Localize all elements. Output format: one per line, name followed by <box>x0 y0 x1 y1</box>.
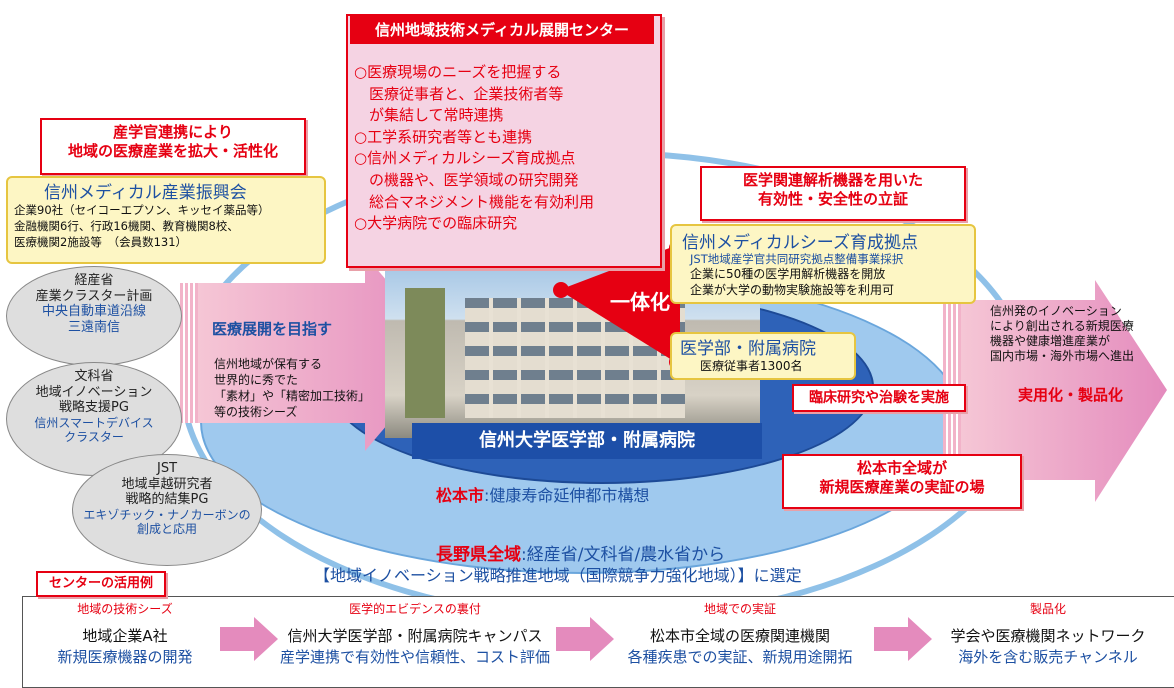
seeds-details: 企業に50種の医学用解析機器を開放 企業が大学の動物実験施設等を利用可 <box>690 266 894 298</box>
oval-sub-line: 信州スマートデバイス <box>34 415 154 430</box>
usage-examples-title: センターの活用例 <box>36 571 166 597</box>
oval-head-line: 経産省 <box>74 273 114 288</box>
oval-sub-line: エキゾチック・ナノカーボンの <box>83 507 251 522</box>
seeds-line: 企業が大学の動物実験施設等を利用可 <box>690 283 895 297</box>
industry-expansion-callout: 産学官連携により 地域の医療産業を拡大・活性化 <box>40 118 306 175</box>
step-main: 松本市全域の医療関連機関 <box>649 627 830 645</box>
commercialization-label: 実用化・製品化 <box>1018 386 1124 404</box>
oval-head-line: 戦略支援PG <box>59 400 129 416</box>
step-main: 信州大学医学部・附属病院キャンパス <box>287 627 543 645</box>
oval-head-line: 地域イノベーション <box>35 384 153 400</box>
right-arrow-line: 機器や健康増進産業が <box>990 334 1111 348</box>
meti-cluster-oval: 経産省 産業クラスター計画 中央自動車道沿線 三遠南信 <box>6 266 182 366</box>
center-item: ○工学系研究者等とも連携 <box>354 127 533 146</box>
callout-line: 松本市全域が <box>856 459 947 477</box>
right-arrow-line: 国内市場・海外市場へ進出 <box>990 349 1135 363</box>
promotion-association-box <box>6 176 326 264</box>
integration-label: 一体化 <box>610 290 670 314</box>
oval-sub-line: 三遠南信 <box>67 319 120 335</box>
center-item: の機器や、医学領域の研究開発 <box>354 170 579 189</box>
oval-head-line: 地域卓越研究者 <box>121 476 213 492</box>
association-title: 信州メディカル産業振興会 <box>44 183 247 203</box>
step-head: 製品化 <box>1029 602 1066 616</box>
callout-line: 産学官連携により <box>113 123 233 141</box>
association-line: 金融機関6行、行政16機関、教育機関8校、 <box>14 219 239 233</box>
step-sub: 産学連携で有効性や信頼性、コスト評価 <box>279 648 550 666</box>
matsumoto-name: 松本市 <box>436 486 485 505</box>
oval-head-line: JST <box>156 461 178 476</box>
step-arrow-3 <box>874 617 932 661</box>
right-arrow-text: 信州発のイノベーション により創出される新規医療 機器や健康増進産業が 国内市場… <box>990 304 1134 364</box>
callout-line: 地域の医療産業を拡大・活性化 <box>67 141 278 160</box>
oval-head-line: 戦略的結集PG <box>125 492 209 508</box>
oval-sub-line: 中央自動車道沿線 <box>41 304 146 320</box>
center-item: 医療従事者と、企業技術者等 <box>354 84 564 103</box>
step-main: 地域企業A社 <box>82 627 168 645</box>
clinical-text: 臨床研究や治験を実施 <box>809 390 949 406</box>
usage-step-3: 地域での実証 松本市全域の医療関連機関 各種疾患での実証、新規用途開拓 <box>610 600 870 667</box>
matsumoto-label: 松本市:健康寿命延伸都市構想 <box>436 482 649 506</box>
center-box <box>346 14 662 268</box>
callout-line: 医学関連解析機器を用いた <box>742 171 923 189</box>
oval-head-line: 産業クラスター計画 <box>35 288 153 304</box>
left-pink-arrow <box>190 255 448 451</box>
nagano-label: 長野県全域:経産省/文科省/農水省から <box>436 540 725 565</box>
clinical-trial-callout: 臨床研究や治験を実施 <box>792 384 966 412</box>
usage-step-1: 地域の技術シーズ 地域企業A社 新規医療機器の開発 <box>30 600 220 667</box>
association-details: 企業90社（セイコーエプソン、キッセイ薬品等） 金融機関6行、行政16機関、教育… <box>14 202 269 250</box>
center-title: 信州地域技術メディカル展開センター <box>350 16 654 44</box>
left-arrow-line: 等の技術シーズ <box>214 405 298 419</box>
center-item: ○大学病院での臨床研究 <box>354 214 518 233</box>
usage-step-4: 製品化 学会や医療機関ネットワーク 海外を含む販売チャンネル <box>930 600 1166 667</box>
seeds-hub-box <box>670 224 976 304</box>
university-label: 信州大学医学部・附属病院 <box>412 423 762 459</box>
safety-verification-callout: 医学関連解析機器を用いた 有効性・安全性の立証 <box>700 166 966 221</box>
association-line: 医療機関2施設等 （会員数131） <box>14 235 188 249</box>
callout-line: 新規医療産業の実証の場 <box>819 477 985 496</box>
seeds-line: 企業に50種の医学用解析機器を開放 <box>690 267 886 281</box>
left-arrow-stripes <box>180 283 198 423</box>
center-item: ○信州メディカルシーズ育成拠点 <box>354 149 576 168</box>
seeds-title: 信州メディカルシーズ育成拠点 <box>682 233 918 253</box>
jst-program-oval: JST 地域卓越研究者 戦略的結集PG エキゾチック・ナノカーボンの 創成と応用 <box>72 454 262 566</box>
hospital-title: 医学部・附属病院 <box>680 339 816 359</box>
usage-step-2: 医学的エビデンスの裏付 信州大学医学部・附属病院キャンパス 産学連携で有効性や信… <box>270 600 560 667</box>
center-item: ○医療現場のニーズを把握する <box>354 63 562 81</box>
right-arrow-line: 信州発のイノベーション <box>990 304 1122 318</box>
oval-head-line: 文科省 <box>74 369 114 384</box>
step-sub: 各種疾患での実証、新規用途開拓 <box>627 648 853 666</box>
left-arrow-title: 医療展開を目指す <box>212 320 333 338</box>
step-head: 地域での実証 <box>703 602 776 616</box>
step-arrow-1 <box>220 617 278 661</box>
nagano-designation: 【地域イノベーション戦略推進地域（国際競争力強化地域）】に選定 <box>314 566 802 585</box>
callout-line: 有効性・安全性の立証 <box>757 189 908 208</box>
right-pink-arrow <box>955 280 1167 502</box>
oval-sub-line: クラスター <box>64 430 124 445</box>
step-arrow-2 <box>556 617 614 661</box>
left-arrow-line: 「素材」や「精密加工技術」 <box>214 389 371 403</box>
association-line: 企業90社（セイコーエプソン、キッセイ薬品等） <box>14 203 270 217</box>
hospital-staff: 医療従事者1300名 <box>700 359 803 373</box>
left-arrow-text: 信州地域が保有する 世界的に秀でた 「素材」や「精密加工技術」 等の技術シーズ <box>214 356 370 420</box>
seeds-subtitle: JST地域産学官共同研究拠点整備事業採択 <box>690 252 904 266</box>
right-arrow-line: により創出される新規医療 <box>990 319 1134 333</box>
center-item: が集結して常時連携 <box>354 106 504 125</box>
matsumoto-plan: :健康寿命延伸都市構想 <box>484 486 650 505</box>
matsumoto-demonstration-callout: 松本市全域が 新規医療産業の実証の場 <box>782 454 1022 509</box>
center-item-list: ○医療現場のニーズを把握する 医療従事者と、企業技術者等 が集結して常時連携 ○… <box>354 62 594 235</box>
nagano-ministries: :経産省/文科省/農水省から <box>521 545 726 565</box>
oval-sub-line: 創成と応用 <box>136 522 197 537</box>
left-arrow-line: 世界的に秀でた <box>214 373 299 387</box>
step-sub: 新規医療機器の開発 <box>57 648 193 666</box>
step-head: 医学的エビデンスの裏付 <box>349 602 481 616</box>
hospital-box <box>670 332 856 380</box>
center-item: 総合マネジメント機能を有効利用 <box>354 192 595 211</box>
step-sub: 海外を含む販売チャンネル <box>958 648 1138 666</box>
step-main: 学会や医療機関ネットワーク <box>950 627 1146 645</box>
nagano-name: 長野県全域 <box>436 545 521 565</box>
step-head: 地域の技術シーズ <box>77 602 173 616</box>
left-arrow-line: 信州地域が保有する <box>214 357 323 371</box>
